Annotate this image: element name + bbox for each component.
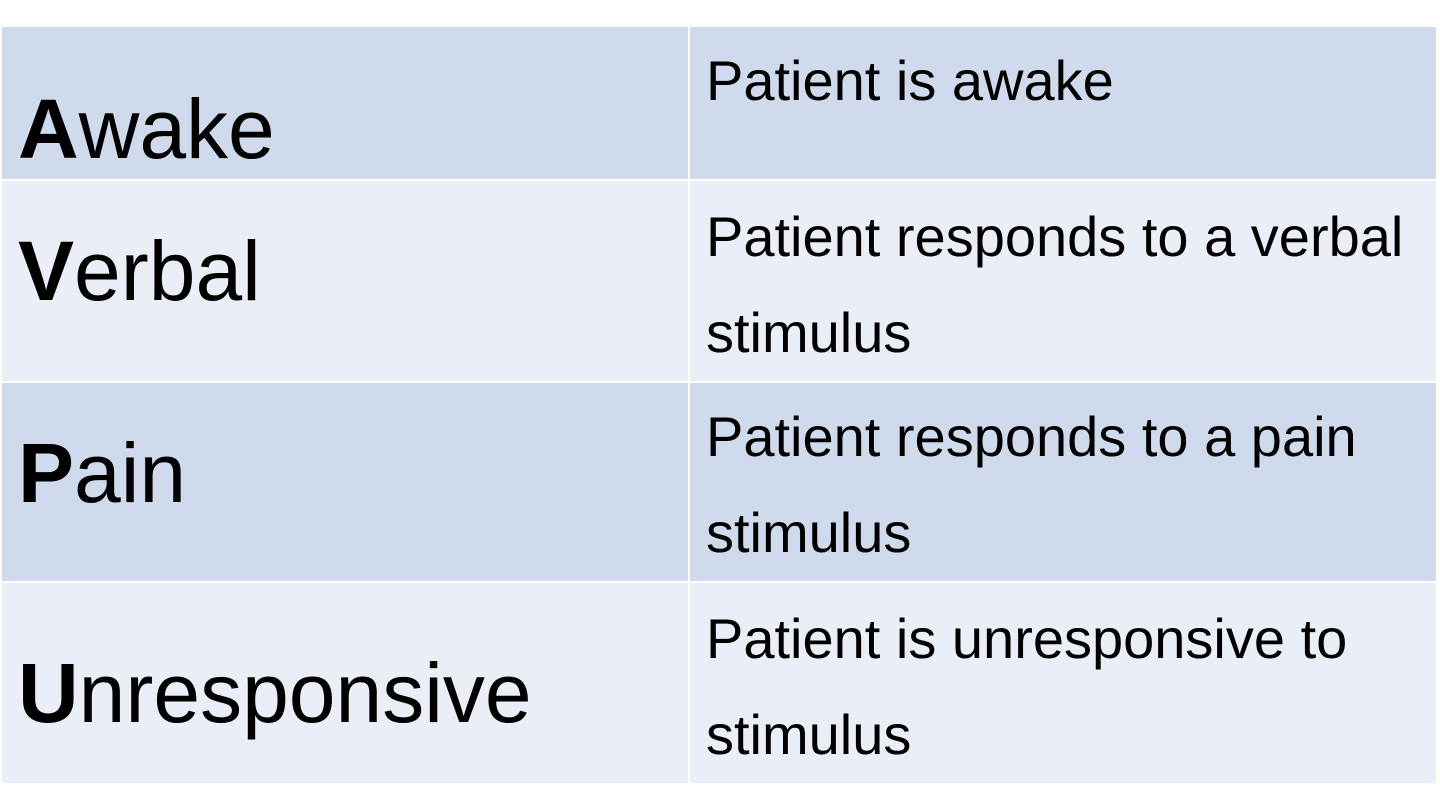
description-cell: Patient is unresponsive to stimulus [690, 583, 1436, 783]
term-initial: P [18, 426, 75, 520]
term-cell: Pain [2, 383, 690, 583]
table-row-verbal: Verbal Patient responds to a verbal stim… [2, 181, 1436, 383]
avpu-table: Awake Patient is awake Verbal Patient re… [2, 27, 1436, 783]
table-row-awake: Awake Patient is awake [2, 27, 1436, 181]
table-row-pain: Pain Patient responds to a pain stimulus [2, 383, 1436, 583]
term-cell: Unresponsive [2, 583, 690, 783]
description-verbal: Patient responds to a verbal stimulus [706, 205, 1404, 364]
description-unresponsive: Patient is unresponsive to stimulus [706, 607, 1348, 766]
term-initial: A [18, 82, 79, 176]
description-cell: Patient responds to a verbal stimulus [690, 181, 1436, 383]
term-cell: Awake [2, 27, 690, 181]
description-pain: Patient responds to a pain stimulus [706, 405, 1357, 564]
term-initial: V [18, 224, 75, 318]
term-pain: Pain [2, 383, 688, 523]
term-verbal: Verbal [2, 181, 688, 321]
term-cell: Verbal [2, 181, 690, 383]
description-awake: Patient is awake [706, 49, 1114, 112]
term-rest: nresponsive [78, 646, 532, 740]
description-cell: Patient is awake [690, 27, 1436, 181]
term-rest: erbal [74, 224, 261, 318]
term-initial: U [18, 646, 79, 740]
term-awake: Awake [2, 27, 688, 179]
term-unresponsive: Unresponsive [2, 583, 688, 743]
term-rest: wake [78, 82, 275, 176]
description-cell: Patient responds to a pain stimulus [690, 383, 1436, 583]
table-row-unresponsive: Unresponsive Patient is unresponsive to … [2, 583, 1436, 783]
term-rest: ain [74, 426, 187, 520]
